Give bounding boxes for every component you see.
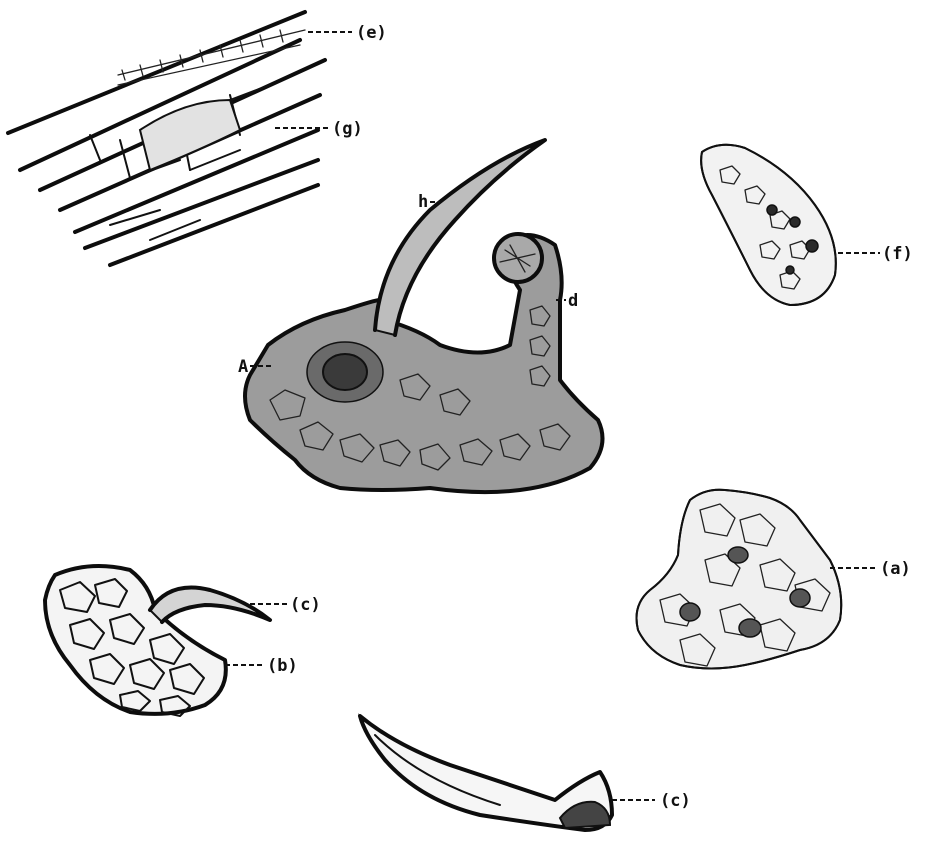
- label-f: (f): [882, 244, 913, 264]
- label-g: (g): [332, 119, 363, 139]
- label-c-lower: (c): [660, 791, 691, 811]
- label-b: (b): [267, 656, 298, 676]
- label-d: d: [568, 291, 578, 311]
- fragment-f: [701, 145, 836, 305]
- label-a: (a): [880, 559, 911, 579]
- label-e: (e): [356, 23, 387, 43]
- label-A: A: [238, 357, 248, 377]
- fibre-tissue-strip: [8, 12, 325, 265]
- label-c-upper: (c): [290, 595, 321, 615]
- fragment-b: [45, 566, 270, 716]
- fragment-c-hook: [360, 716, 612, 830]
- label-h: h: [418, 192, 428, 212]
- fragment-a: [637, 490, 842, 669]
